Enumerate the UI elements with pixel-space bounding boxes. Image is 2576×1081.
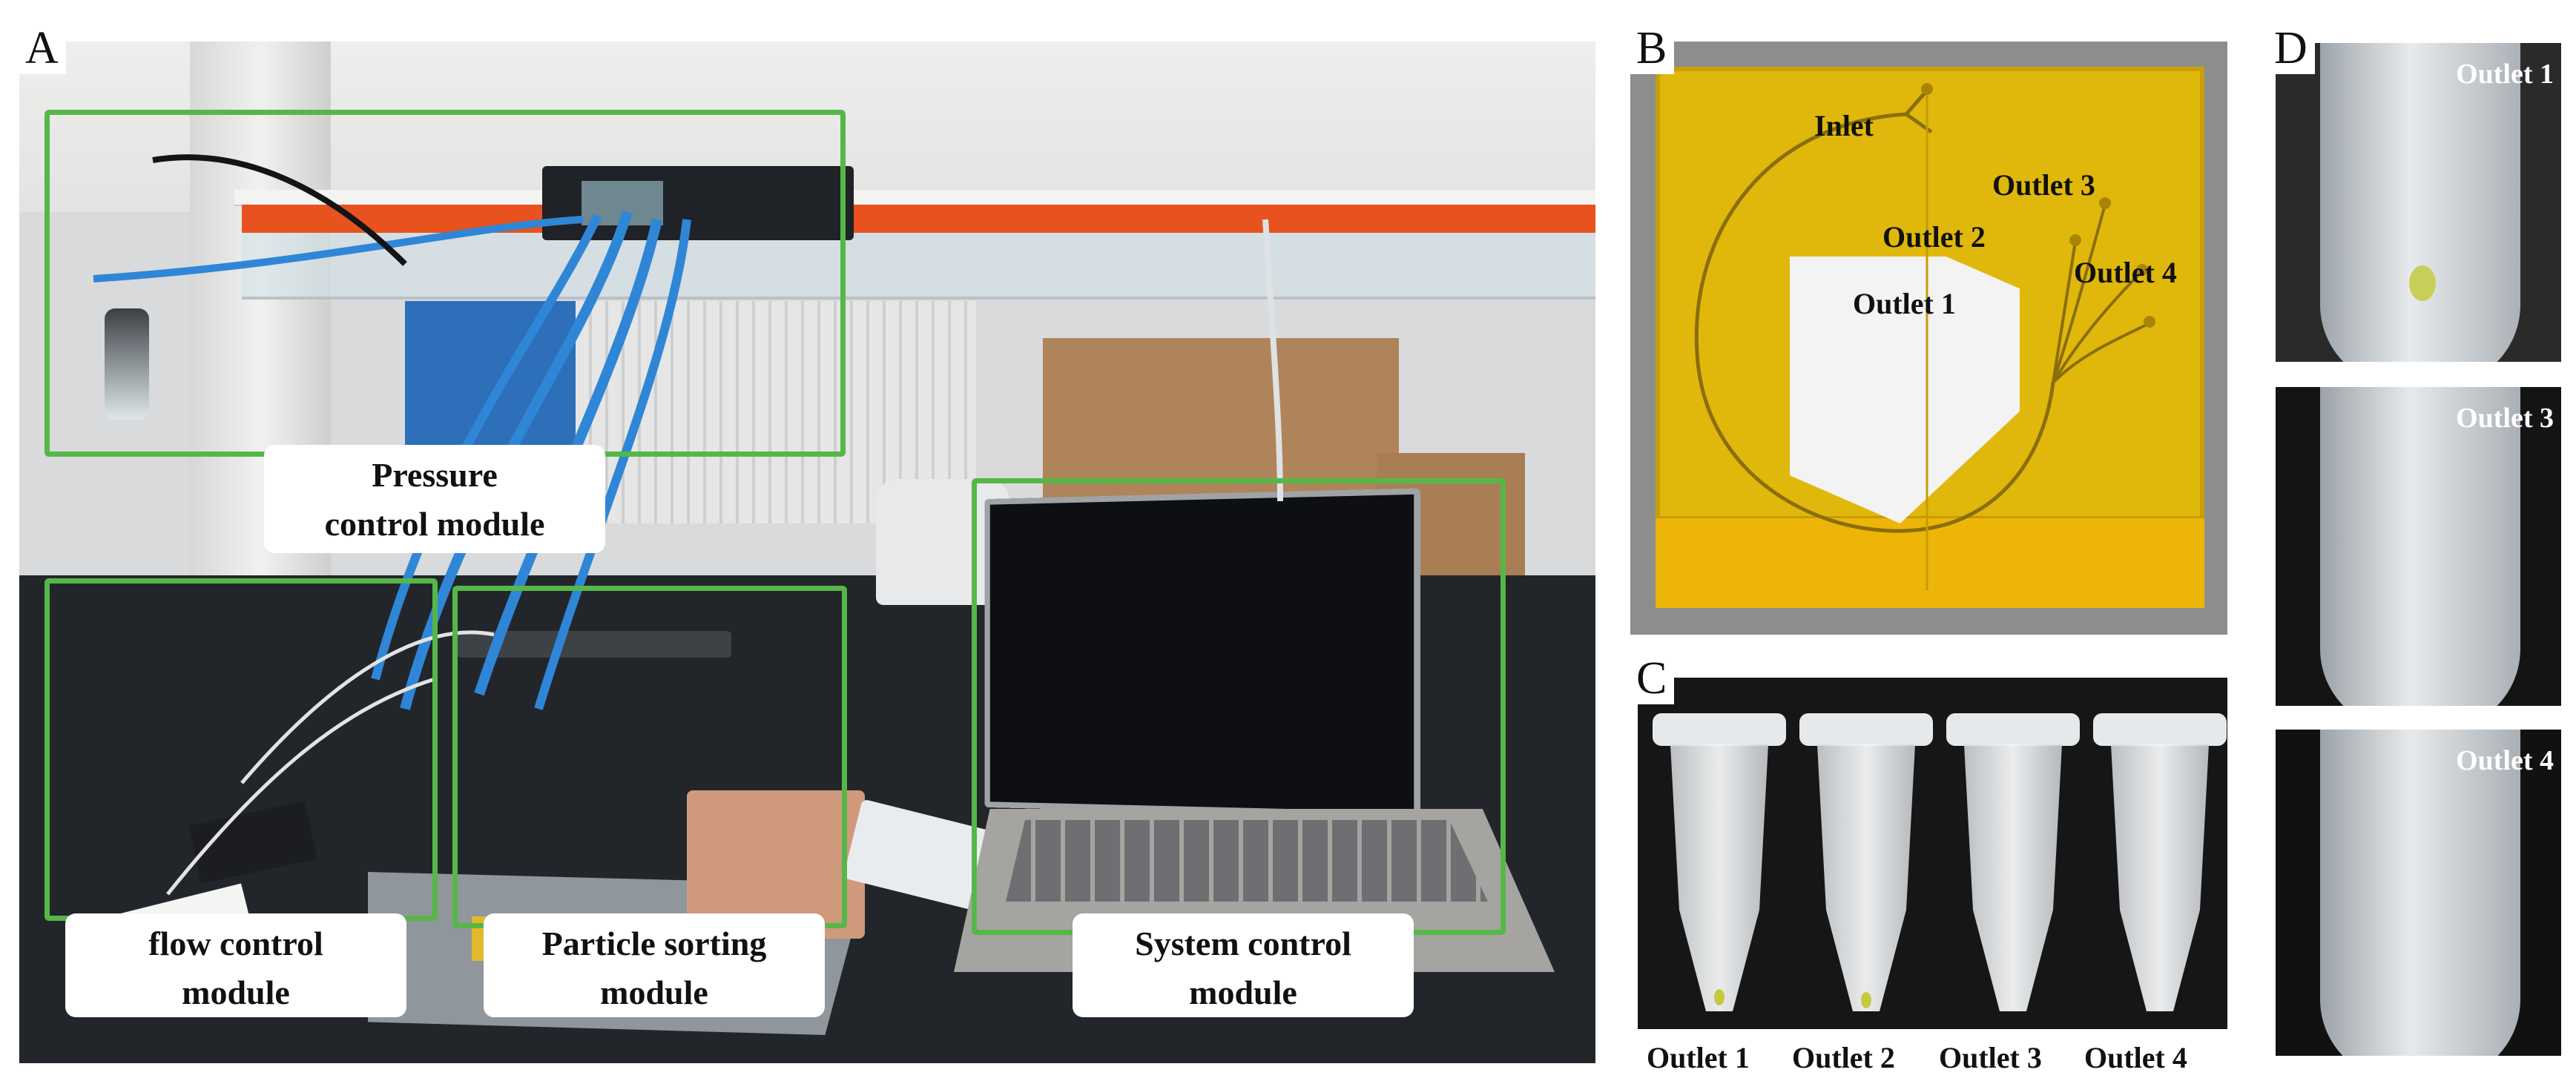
collection-tubes-photo xyxy=(1638,678,2227,1029)
panel-letter-b: B xyxy=(1630,21,1675,74)
tube-1-pellet xyxy=(1714,989,1725,1005)
inlet-label: Inlet xyxy=(1814,109,1874,142)
outlet-2-label: Outlet 2 xyxy=(1882,220,1986,254)
outlet-1-label: Outlet 1 xyxy=(1853,287,1956,320)
pressure-label-line1: Pressure xyxy=(372,456,498,494)
pressure-control-module-label: Pressure control module xyxy=(264,445,605,553)
panel-b: B Inlet Outlet 3 Outlet 2 Outlet 4 Outle… xyxy=(1630,0,2239,638)
tube-caption-2: Outlet 2 xyxy=(1792,1041,1895,1074)
panel-letter-a: A xyxy=(19,21,66,74)
chip-channels xyxy=(1694,83,2155,590)
flow-label-line1: flow control xyxy=(148,925,323,962)
tube-2 xyxy=(1817,744,1915,1011)
particle-sorting-module-label: Particle sorting module xyxy=(484,913,825,1017)
system-label-line2: module xyxy=(1189,973,1297,1011)
air-filter xyxy=(105,308,149,420)
panel-letter-d: D xyxy=(2268,21,2315,74)
system-label-line1: System control xyxy=(1135,925,1351,962)
tube-caption-4: Outlet 4 xyxy=(2084,1041,2187,1074)
sorting-label-line2: module xyxy=(600,973,708,1011)
panel-d: D Outlet 1 Outlet 3 Outlet 4 xyxy=(2268,0,2576,1081)
flow-label-line2: module xyxy=(182,973,290,1011)
outlet-1-particle-pellet xyxy=(2409,265,2436,301)
pressure-label-line2: control module xyxy=(324,505,545,543)
pressure-control-module-outline xyxy=(45,110,846,457)
outlet-4-closeup: Outlet 4 xyxy=(2276,730,2561,1056)
tube-3 xyxy=(1964,744,2062,1011)
tube-cap-3 xyxy=(1946,713,2080,746)
system-control-module-outline xyxy=(972,478,1506,935)
flow-control-module-outline xyxy=(45,578,438,921)
outlet-1-closeup: Outlet 1 xyxy=(2276,43,2561,362)
tube-1 xyxy=(1670,744,1768,1011)
tube-cap-2 xyxy=(1799,713,1933,746)
chip-base-strip xyxy=(1656,516,2204,608)
outlet-4-tube xyxy=(2320,730,2520,1056)
flow-control-module-label: flow control module xyxy=(65,913,406,1017)
outlet-3-closeup: Outlet 3 xyxy=(2276,387,2561,706)
outlet-4-label: Outlet 4 xyxy=(2074,256,2177,289)
system-control-module-label: System control module xyxy=(1073,913,1414,1017)
sorting-label-line1: Particle sorting xyxy=(541,925,767,962)
tube-4 xyxy=(2111,744,2209,1011)
shelf-glass xyxy=(242,233,1595,300)
laptop-keys xyxy=(1006,820,1488,902)
outlet-3-closeup-label: Outlet 3 xyxy=(2456,403,2554,434)
shelf-orange-strip xyxy=(242,205,1595,233)
panel-letter-c: C xyxy=(1630,651,1675,704)
panel-a: A xyxy=(19,0,1595,1081)
chip-photo: Inlet Outlet 3 Outlet 2 Outlet 4 Outlet … xyxy=(1630,42,2227,635)
outlet-3-tube xyxy=(2320,387,2520,706)
tube-cap-1 xyxy=(1653,713,1786,746)
tube-caption-3: Outlet 3 xyxy=(1939,1041,2042,1074)
outlet-4-closeup-label: Outlet 4 xyxy=(2456,745,2554,776)
outlet-1-tube xyxy=(2320,43,2520,362)
tube-caption-1: Outlet 1 xyxy=(1647,1041,1750,1074)
panel-c: C Outlet 1 Outlet 2 Outlet 3 Outlet 4 xyxy=(1630,651,2239,1081)
tube-cap-4 xyxy=(2093,713,2227,746)
particle-sorting-module-outline xyxy=(452,586,847,928)
outlet-3-label: Outlet 3 xyxy=(1992,168,2095,202)
outlet-1-closeup-label: Outlet 1 xyxy=(2456,59,2554,90)
tube-2-pellet xyxy=(1861,992,1871,1008)
